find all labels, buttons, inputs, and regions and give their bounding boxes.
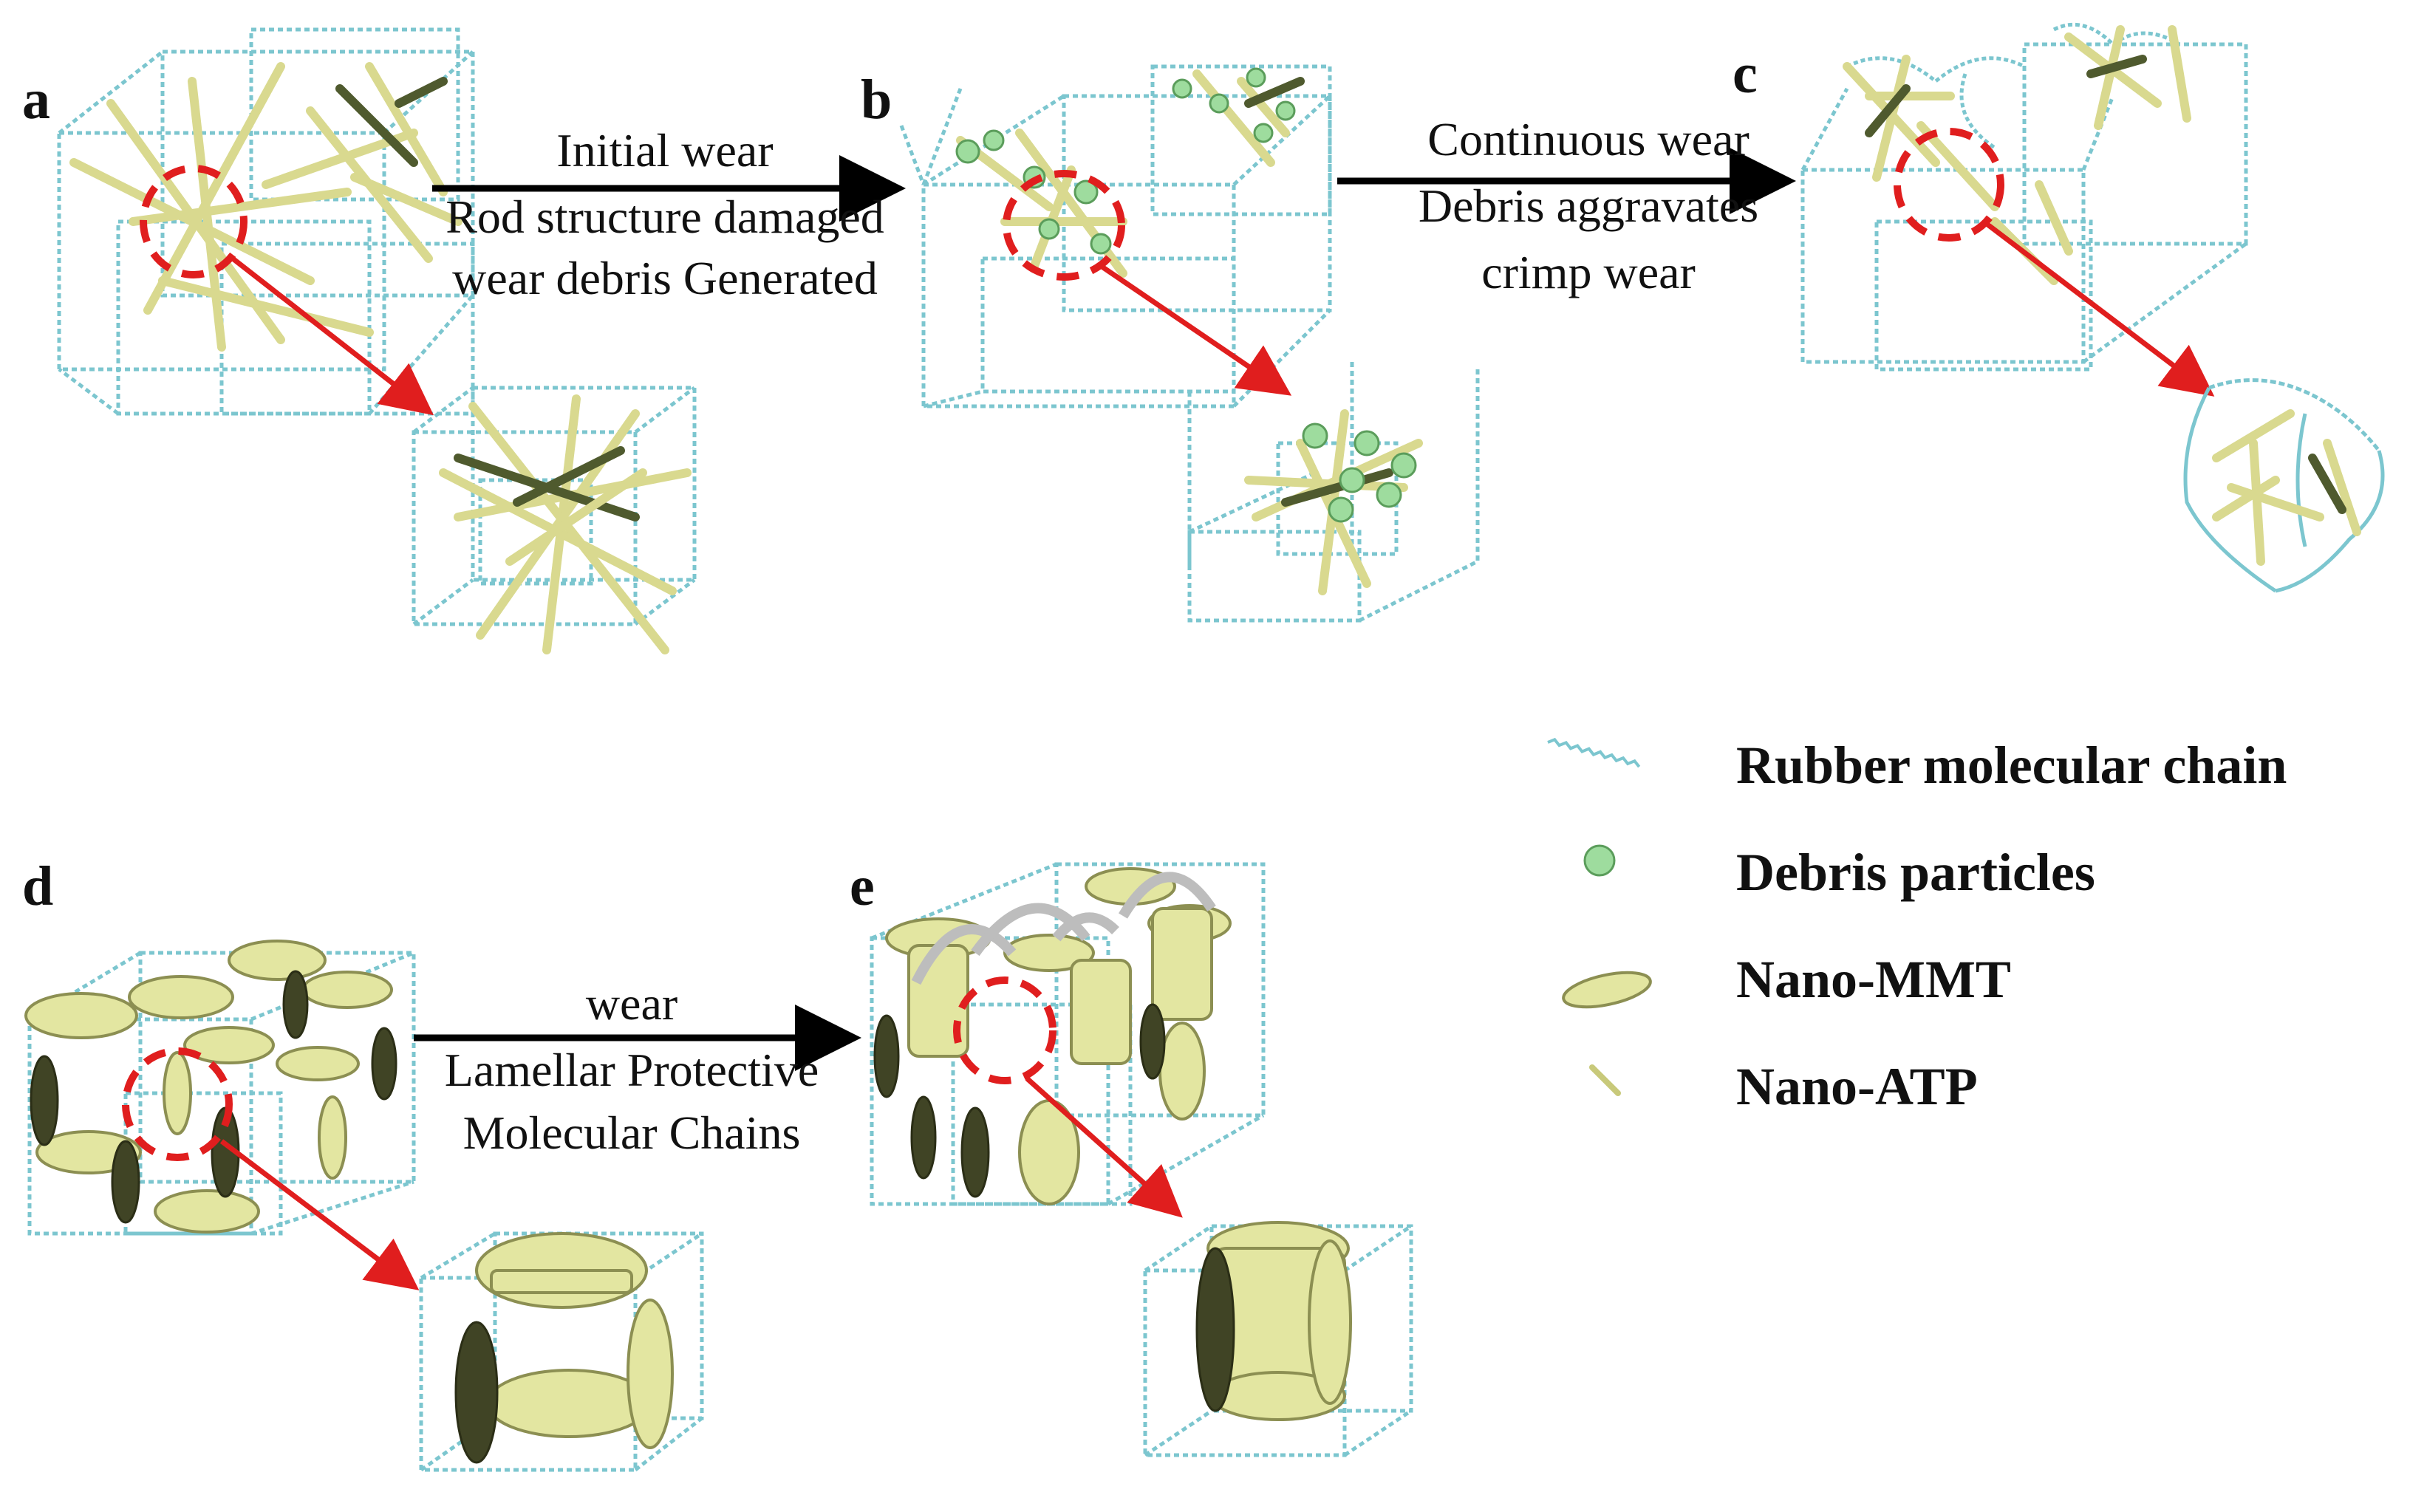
panel-a: a — [22, 27, 697, 654]
zoom-arrow-d — [219, 1139, 420, 1290]
transition-bc-line1: Continuous wear — [1427, 113, 1750, 165]
zoom-circle-c — [1894, 128, 2004, 242]
panel-label-e: e — [850, 855, 875, 917]
legend-label-chain: Rubber molecular chain — [1736, 736, 2287, 795]
zoom-view-b — [1187, 362, 1480, 623]
zoom-arrow-a — [231, 256, 434, 416]
transition-de-line3: Molecular Chains — [463, 1106, 801, 1159]
transition-de: wear Lamellar Protective Molecular Chain… — [414, 977, 861, 1159]
zoom-arrow-b — [1099, 264, 1292, 396]
panel-label-c: c — [1733, 43, 1758, 105]
panel-c: c — [1733, 22, 2385, 593]
legend-label-atp: Nano-ATP — [1736, 1057, 1978, 1116]
panel-a-network — [57, 27, 475, 416]
panel-d-network — [24, 940, 416, 1236]
legend-label-mmt: Nano-MMT — [1736, 950, 2011, 1009]
nano-atp-icon — [1589, 1064, 1621, 1096]
transition-bc-line2: Debris aggravates — [1419, 179, 1758, 232]
zoom-circle-d — [122, 1047, 233, 1161]
transition-ab-line1: Initial wear — [556, 124, 773, 177]
zoom-view-a — [412, 386, 697, 654]
panel-e-network — [870, 862, 1266, 1206]
zoom-arrow-e — [1025, 1076, 1183, 1218]
transition-ab-line2: Rod structure damaged — [446, 191, 884, 243]
nano-mmt-icon — [1562, 971, 1652, 1009]
zoom-view-d — [419, 1231, 704, 1472]
transition-bc: Continuous wear Debris aggravates crimp … — [1337, 113, 1796, 298]
transition-ab: Initial wear Rod structure damaged wear … — [432, 124, 906, 304]
legend: Rubber molecular chain Debris particles … — [1547, 736, 2287, 1116]
panel-label-d: d — [22, 855, 53, 917]
legend-item-debris: Debris particles — [1583, 843, 2095, 902]
panel-b: b — [861, 64, 1480, 623]
transition-bc-line3: crimp wear — [1481, 246, 1696, 298]
panel-label-b: b — [861, 69, 892, 131]
debris-particle-icon — [1583, 844, 1616, 877]
zoom-arrow-c — [1981, 219, 2215, 397]
zoom-view-c — [2183, 378, 2385, 593]
legend-item-chain: Rubber molecular chain — [1547, 736, 2287, 795]
rubber-chain-icon — [1547, 737, 1641, 768]
transition-de-line1: wear — [586, 977, 677, 1030]
zoom-circle-e — [953, 976, 1056, 1084]
legend-label-debris: Debris particles — [1736, 843, 2095, 902]
transition-de-line2: Lamellar Protective — [445, 1044, 819, 1096]
zoom-circle-b — [1003, 170, 1125, 281]
zoom-circle-a — [140, 165, 248, 278]
legend-item-mmt: Nano-MMT — [1562, 950, 2011, 1009]
transition-ab-line3: wear debris Generated — [452, 252, 878, 304]
zoom-view-e — [1143, 1221, 1413, 1457]
legend-item-atp: Nano-ATP — [1589, 1057, 1978, 1116]
panel-b-network — [899, 64, 1332, 408]
panel-c-network — [1800, 22, 2248, 372]
panel-d: d — [22, 855, 704, 1472]
panel-label-a: a — [22, 69, 50, 131]
panel-e: e — [850, 855, 1413, 1457]
